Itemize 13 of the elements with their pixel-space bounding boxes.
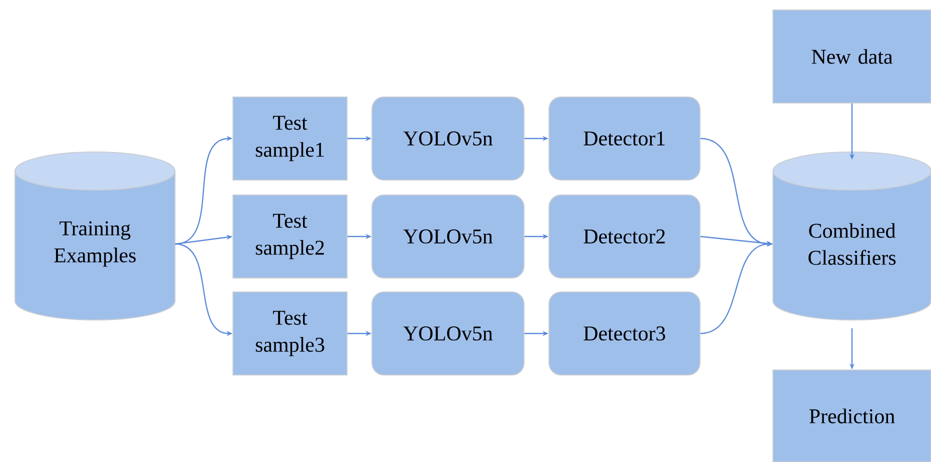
database-cylinder: Combined Classifiers	[772, 152, 931, 320]
database-cylinder: Training Examples	[14, 152, 176, 320]
process-box: Test sample3	[232, 292, 348, 376]
output-box: Prediction	[772, 370, 931, 462]
process-box: Detector2	[548, 194, 700, 278]
process-box: Test sample1	[232, 96, 348, 180]
process-box: YOLOv5n	[372, 96, 524, 180]
process-box: YOLOv5n	[372, 194, 524, 278]
process-box: Detector3	[548, 292, 700, 376]
process-box: Detector1	[548, 96, 700, 180]
process-box: Test sample2	[232, 194, 348, 278]
process-box: YOLOv5n	[372, 292, 524, 376]
data-box: New data	[772, 10, 931, 104]
